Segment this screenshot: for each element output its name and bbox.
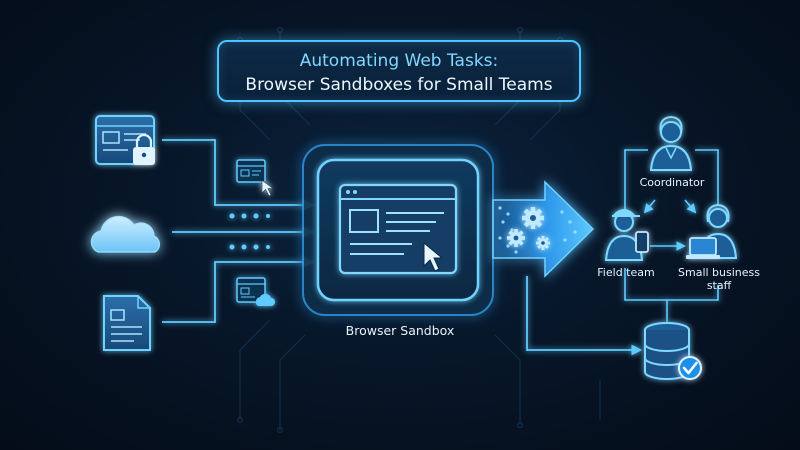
sandbox-label: Browser Sandbox — [345, 323, 455, 338]
database-icon — [644, 322, 690, 380]
secure-webpage-icon — [95, 115, 155, 165]
title-box: Automating Web Tasks: Browser Sandboxes … — [217, 40, 581, 102]
output-dots — [498, 206, 577, 254]
output-arrow — [492, 180, 595, 278]
field-team-icon — [604, 209, 649, 261]
title-line-1: Automating Web Tasks: — [299, 51, 499, 71]
cursor-browser-icon — [236, 159, 274, 197]
sandbox-browser-window-icon — [338, 183, 458, 275]
team-connectors — [624, 149, 719, 322]
coordinator-label: Coordinator — [639, 176, 705, 189]
data-dots — [229, 213, 270, 250]
business-staff-label: Small business staff — [678, 266, 760, 292]
title-line-2: Browser Sandboxes for Small Teams — [245, 75, 553, 95]
document-icon — [103, 295, 151, 351]
checkmark-icon — [678, 356, 702, 380]
database-connector — [526, 276, 643, 356]
business-staff-icon — [686, 203, 738, 259]
browser-sandbox — [302, 144, 494, 316]
cloud-icon — [90, 215, 160, 253]
cursor-icon — [423, 241, 444, 272]
input-connectors — [162, 139, 315, 323]
cloud-browser-icon — [236, 277, 275, 306]
coordinator-icon — [649, 115, 693, 171]
field-team-label: Field team — [597, 266, 655, 279]
gear-icon — [507, 207, 550, 250]
